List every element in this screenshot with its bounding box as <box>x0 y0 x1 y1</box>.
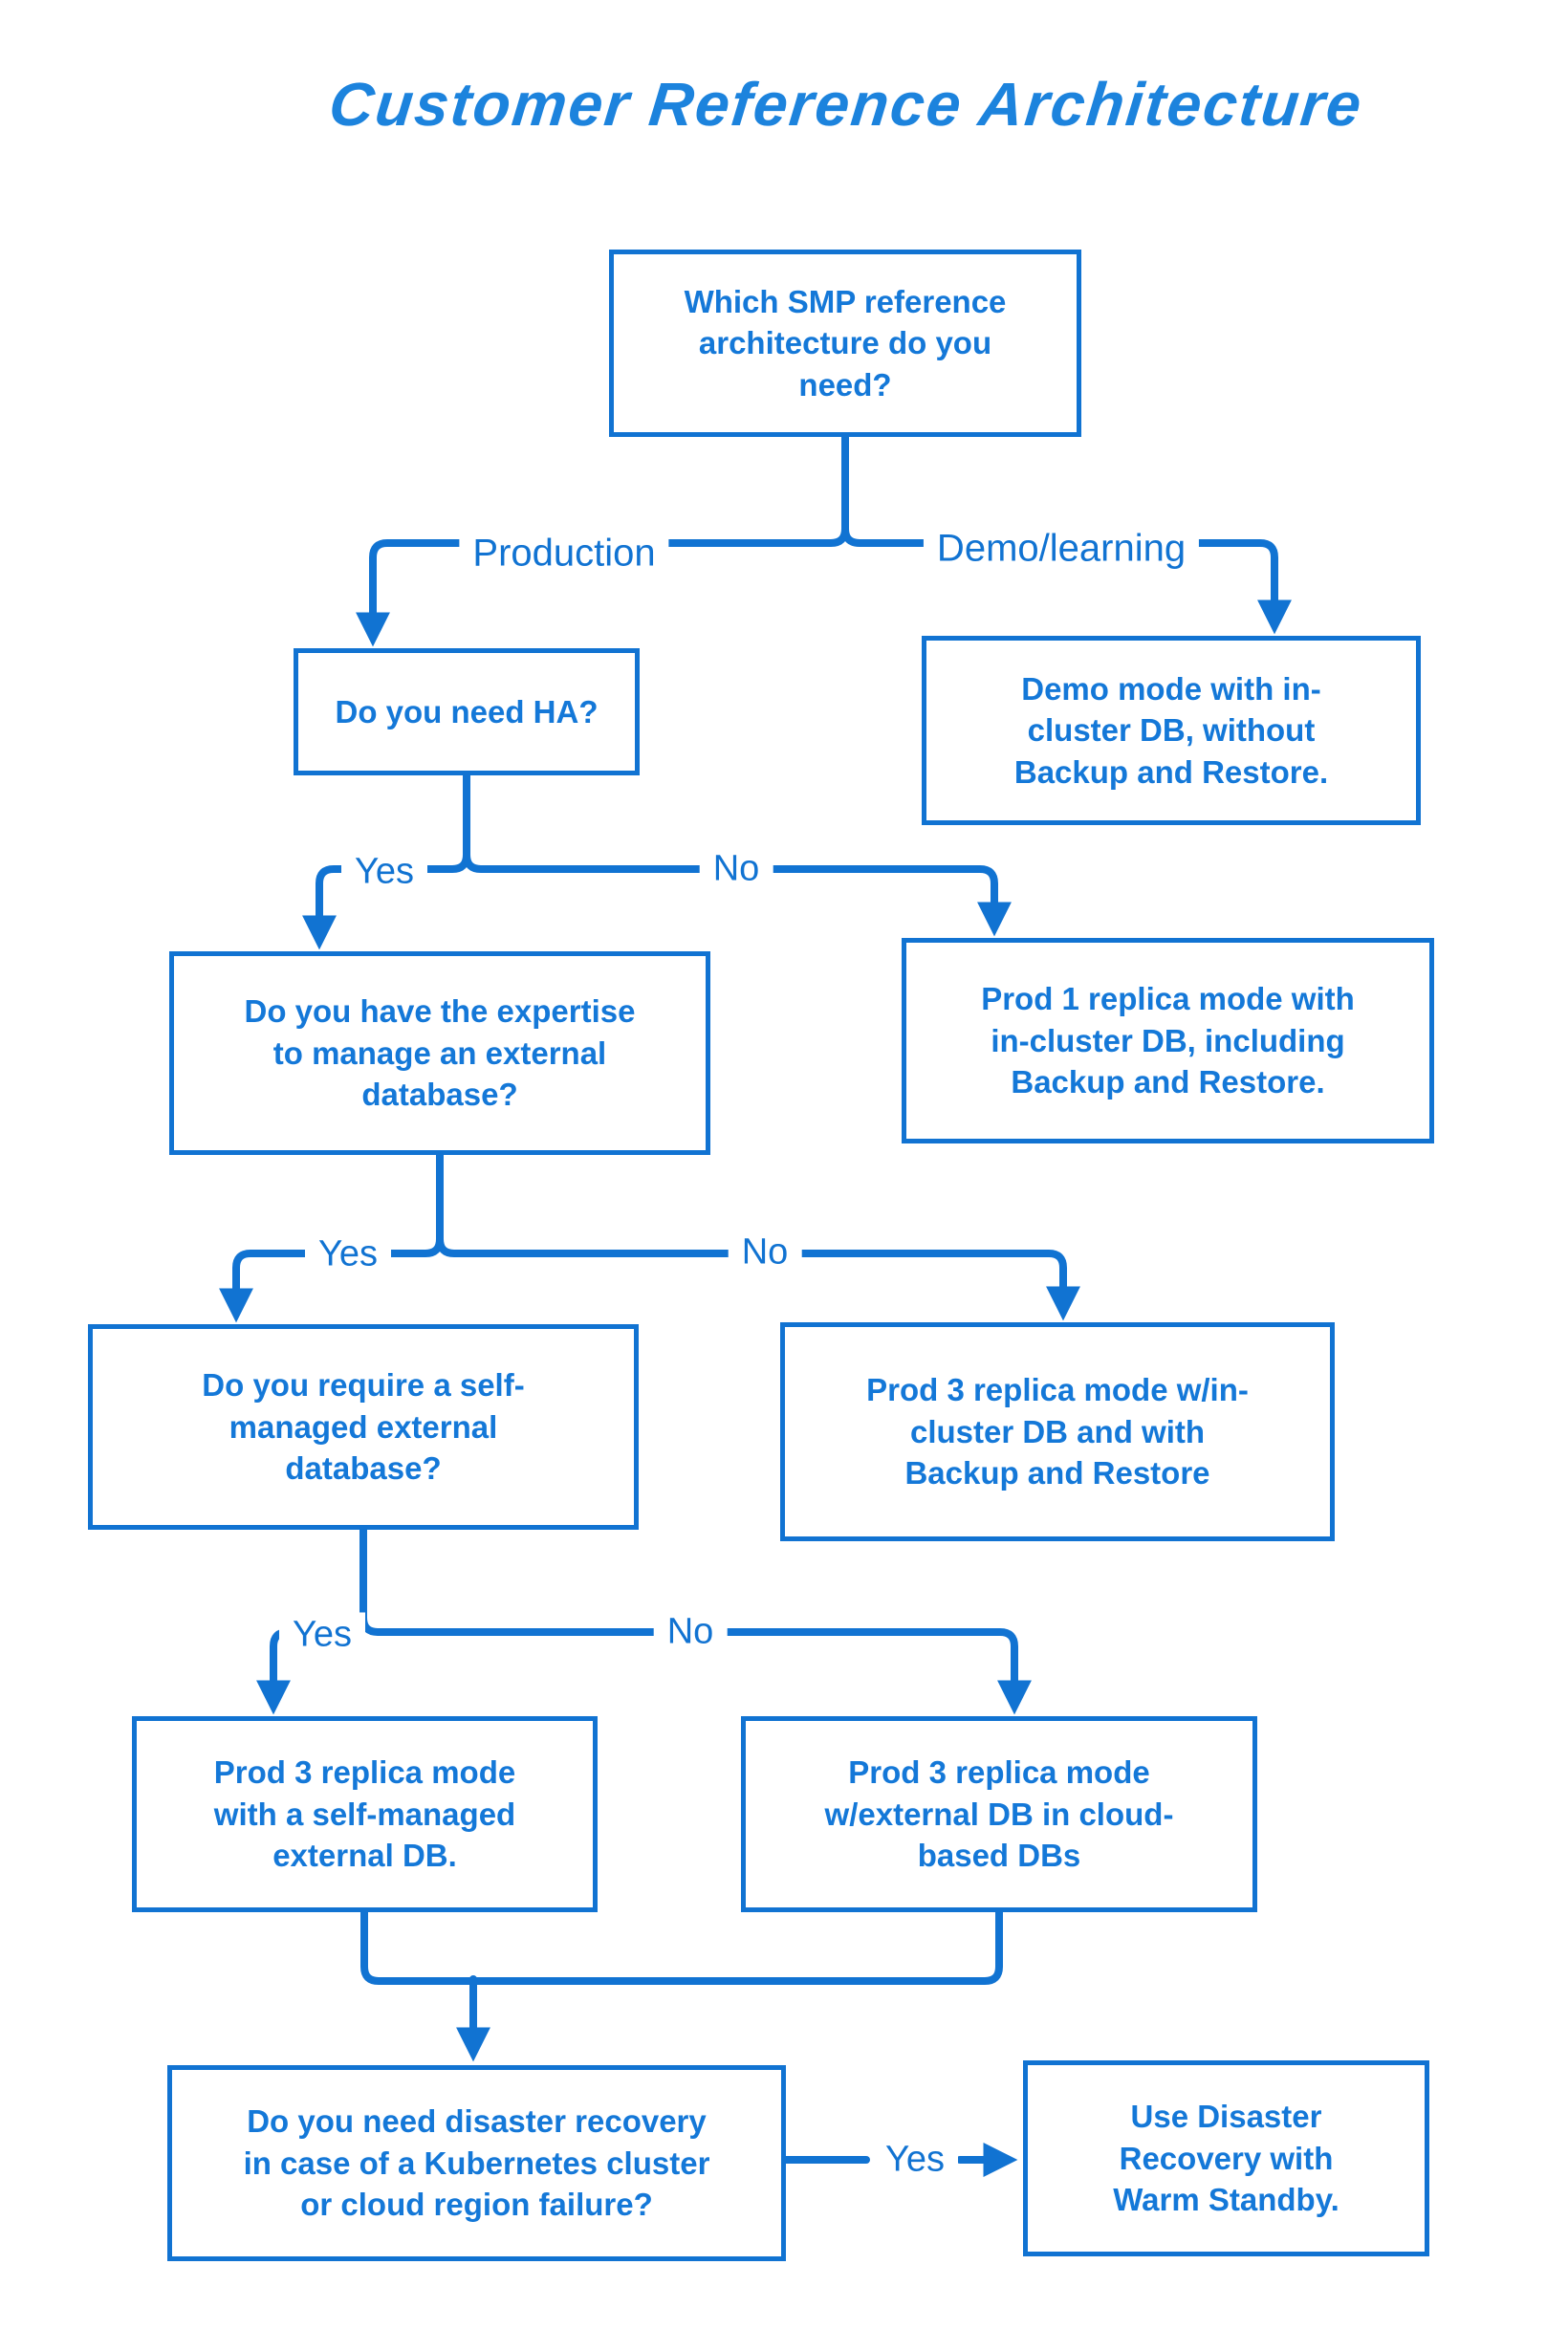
node-demo-mode-result: Demo mode with in- cluster DB, without B… <box>922 636 1421 825</box>
node-prod3-incluster-result: Prod 3 replica mode w/in- cluster DB and… <box>780 1322 1335 1541</box>
node-main-question: Which SMP reference architecture do you … <box>609 250 1081 437</box>
edge-label-production: Production <box>459 530 669 577</box>
node-prod1-replica-result: Prod 1 replica mode with in-cluster DB, … <box>902 938 1434 1143</box>
node-need-ha-question: Do you need HA? <box>294 648 640 775</box>
edge-label-no-selfmanaged: No <box>653 1609 728 1655</box>
edge-label-no-expertise: No <box>728 1230 802 1275</box>
edge-label-yes-selfmanaged: Yes <box>279 1612 365 1658</box>
edge-label-no-ha: No <box>699 846 773 892</box>
node-warm-standby-result: Use Disaster Recovery with Warm Standby. <box>1023 2060 1429 2256</box>
node-expertise-question: Do you have the expertise to manage an e… <box>169 951 710 1155</box>
node-self-managed-question: Do you require a self- managed external … <box>88 1324 639 1530</box>
edge-label-yes-disaster-recovery: Yes <box>872 2137 958 2183</box>
page-title: Customer Reference Architecture <box>326 70 1366 139</box>
edge-label-yes-expertise: Yes <box>305 1231 391 1277</box>
edge-label-yes-ha: Yes <box>341 849 427 895</box>
node-prod3-external-result: Prod 3 replica mode w/external DB in clo… <box>741 1716 1257 1912</box>
edge-label-demo-learning: Demo/learning <box>923 525 1200 573</box>
node-prod3-selfmanaged-result: Prod 3 replica mode with a self-managed … <box>132 1716 598 1912</box>
node-disaster-recovery-question: Do you need disaster recovery in case of… <box>167 2065 786 2261</box>
